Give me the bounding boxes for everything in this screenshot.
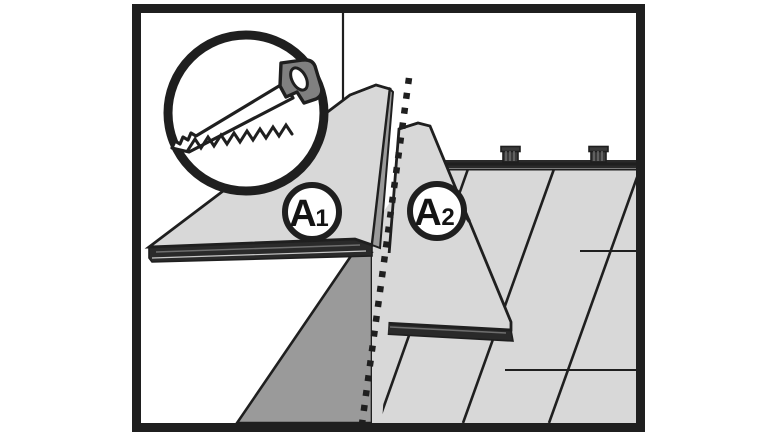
cut-line-dots <box>358 77 413 423</box>
plank-label-a2-letter: A <box>414 192 441 234</box>
spacer-wedge-right <box>588 145 609 163</box>
plank-label-a1-subscript: 1 <box>315 205 328 232</box>
saw-handle-grip-hole <box>289 66 309 92</box>
floor-seam-3 <box>547 176 636 423</box>
spacer-wedge-left <box>500 145 521 163</box>
scene: A 1 A 2 <box>144 13 636 423</box>
plank-label-a1: A 1 <box>282 182 342 242</box>
saw-blade <box>170 81 295 154</box>
plank-a1-edge-highlight <box>155 244 361 253</box>
plank-label-a2-subscript: 2 <box>441 204 454 231</box>
plank-a1-side-face <box>370 86 395 250</box>
plank-label-a2-ring <box>407 181 467 241</box>
plank-label-a1-ring <box>282 182 342 242</box>
plank-label-a2: A 2 <box>407 181 467 241</box>
plank-a1-top-chamfer <box>349 83 377 97</box>
dotted-cut-line <box>358 77 413 423</box>
saw-teeth <box>186 122 294 152</box>
plank-label-a1-letter: A <box>289 193 316 235</box>
plank-a2-edge-highlight <box>389 326 507 334</box>
plank-a1-edge-highlight-2 <box>151 250 367 259</box>
saw-tool-magnifier <box>163 30 329 196</box>
floor-gap-strip <box>372 253 393 423</box>
handsaw-icon <box>170 58 324 154</box>
floor-seam-2 <box>461 168 556 423</box>
